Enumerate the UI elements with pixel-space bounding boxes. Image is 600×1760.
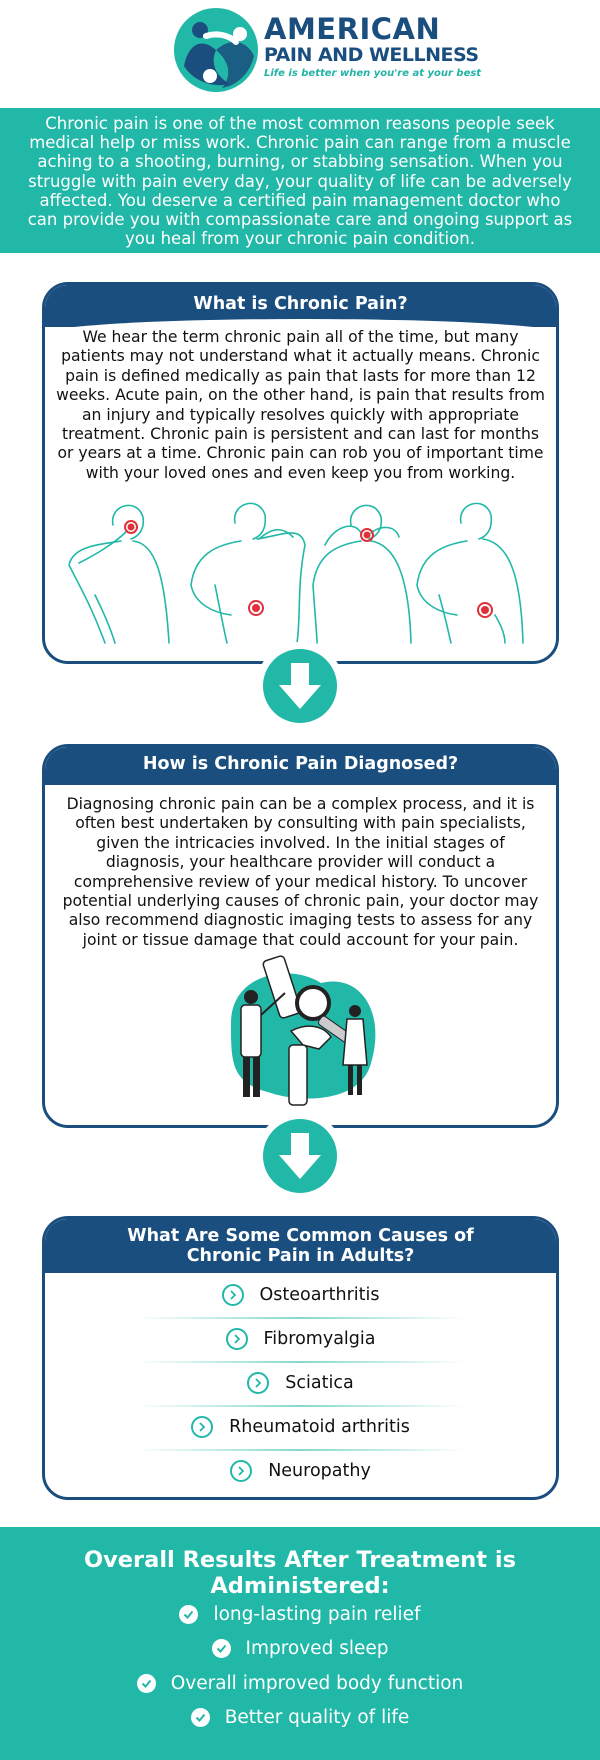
down-arrow-icon [256,642,344,730]
chevron-right-circle-icon [221,1284,244,1306]
what-is-chronic-pain-card: What is Chronic Pain? We hear the term c… [42,282,559,664]
brand-name-line2: PAIN AND WELLNESS [264,44,479,66]
cause-label: Osteoarthritis [259,1285,380,1305]
doctors-knee-joint-illustration [231,955,376,1106]
list-item: Overall improved body function [0,1666,600,1701]
result-label: Improved sleep [245,1638,389,1660]
intro-text: Chronic pain is one of the most common r… [27,114,573,249]
list-item: Rheumatoid arthritis [45,1405,556,1449]
card-body-text: We hear the term chronic pain all of the… [56,328,545,482]
card-title: How is Chronic Pain Diagnosed? [45,747,556,785]
brand-tagline: Life is better when you're at your best [264,68,482,79]
list-item: long-lasting pain relief [0,1597,600,1632]
intro-band: Chronic pain is one of the most common r… [0,108,600,253]
results-list: long-lasting pain relief Improved sleep … [0,1597,600,1735]
list-item: Fibromyalgia [45,1317,556,1361]
check-circle-icon [211,1639,231,1659]
arrow-down-glyph [279,1133,321,1179]
people-circle-logo-icon [174,8,258,92]
down-arrow-icon [256,1112,344,1200]
card-title: What Are Some Common Causes of Chronic P… [45,1219,556,1273]
card-title-line2: Chronic Pain in Adults? [186,1246,415,1266]
check-circle-icon [136,1673,156,1693]
causes-list: Osteoarthritis Fibromyalgia Sciatica Rhe… [45,1273,556,1493]
cause-label: Rheumatoid arthritis [229,1417,410,1437]
results-band: Overall Results After Treatment is Admin… [0,1527,600,1760]
pain-figures-illustration [68,502,524,644]
chevron-right-circle-icon [247,1372,270,1394]
list-item: Improved sleep [0,1632,600,1667]
card-title-line1: What Are Some Common Causes of [127,1226,474,1246]
list-item: Neuropathy [45,1449,556,1493]
list-item: Osteoarthritis [45,1273,556,1317]
cause-label: Sciatica [285,1373,354,1393]
common-causes-card: What Are Some Common Causes of Chronic P… [42,1216,559,1500]
check-circle-icon [179,1604,199,1624]
result-label: long-lasting pain relief [213,1603,421,1625]
arrow-down-glyph [279,663,321,709]
list-item: Sciatica [45,1361,556,1405]
list-item: Better quality of life [0,1701,600,1736]
how-diagnosed-card: How is Chronic Pain Diagnosed? Diagnosin… [42,744,559,1128]
brand-logo: AMERICAN PAIN AND WELLNESS Life is bette… [0,4,600,104]
results-title: Overall Results After Treatment is Admin… [83,1547,516,1599]
result-label: Overall improved body function [170,1672,464,1694]
cause-label: Fibromyalgia [263,1329,376,1349]
chevron-right-circle-icon [230,1460,253,1482]
chevron-right-circle-icon [191,1416,214,1438]
chevron-right-circle-icon [225,1328,248,1350]
result-label: Better quality of life [224,1707,410,1729]
brand-name-line1: AMERICAN [264,12,441,46]
cause-label: Neuropathy [268,1461,371,1481]
card-body-text: Diagnosing chronic pain can be a complex… [62,795,539,949]
check-circle-icon [190,1708,210,1728]
